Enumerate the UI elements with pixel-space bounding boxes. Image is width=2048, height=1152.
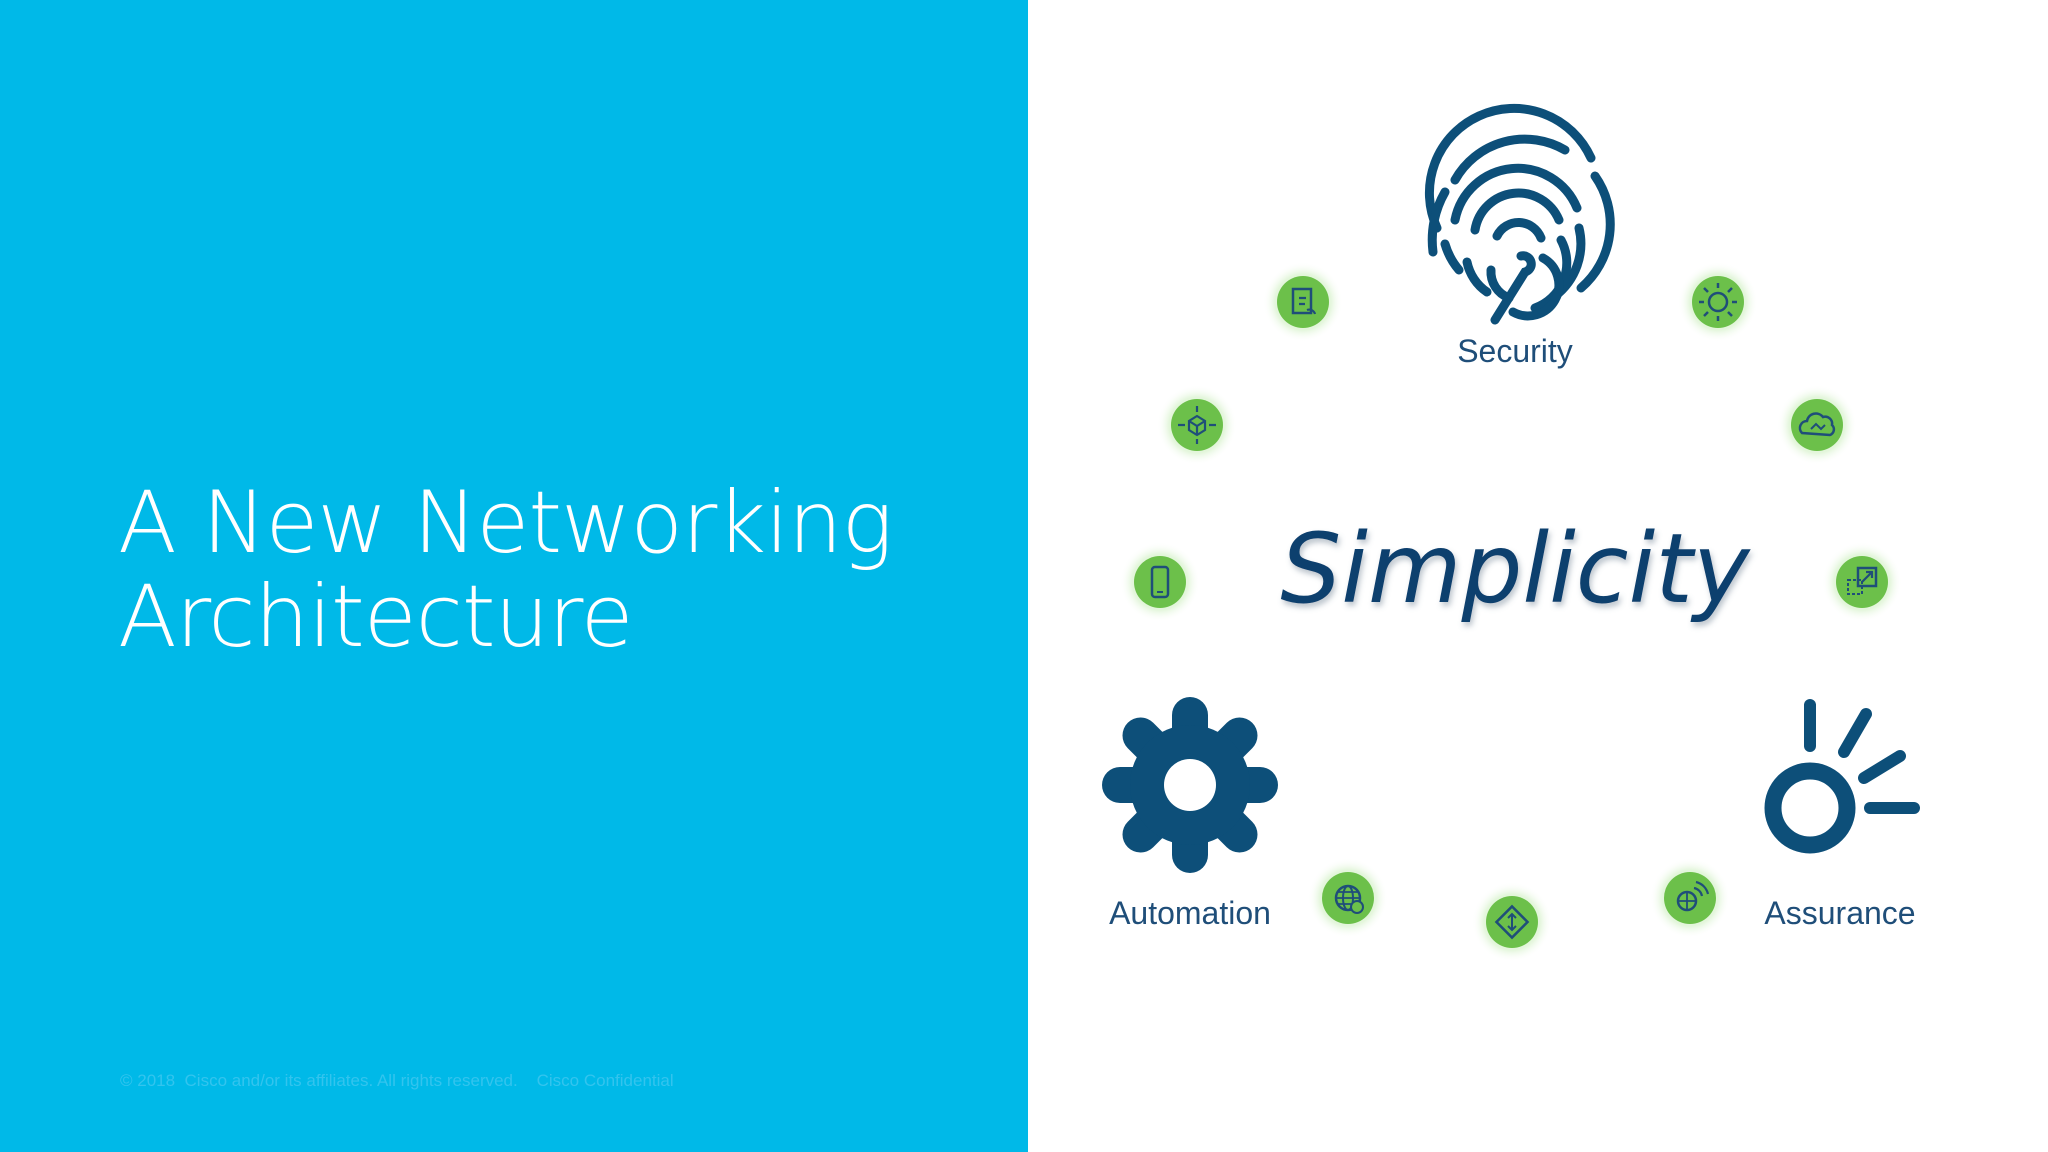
title-line-2: Architecture [118, 567, 634, 667]
expand-icon [1822, 542, 1902, 622]
pillar-label-assurance: Assurance [1764, 895, 1915, 931]
center-label-simplicity: Simplicity [1280, 513, 1751, 625]
wireless-globe-icon [1650, 858, 1730, 938]
slide-title: A New Networking Architecture [118, 473, 893, 667]
pillar-label-automation: Automation [1109, 895, 1271, 931]
switch-icon [1472, 882, 1552, 962]
pillar-label-security: Security [1457, 333, 1573, 369]
cloud-icon [1777, 385, 1857, 465]
copyright-footer: © 2018 Cisco and/or its affiliates. All … [120, 1071, 674, 1090]
left-panel: A New Networking Architecture © 2018 Cis… [0, 0, 1028, 1152]
document-icon [1263, 262, 1343, 342]
mobile-icon [1120, 542, 1200, 622]
fingerprint-icon [1424, 103, 1615, 325]
cube-icon [1157, 385, 1237, 465]
title-line-1: A New Networking [118, 473, 893, 573]
globe-icon [1308, 858, 1388, 938]
router-icon [1678, 262, 1758, 342]
insight-icon [1764, 699, 1920, 854]
gear-icon [1102, 697, 1278, 873]
